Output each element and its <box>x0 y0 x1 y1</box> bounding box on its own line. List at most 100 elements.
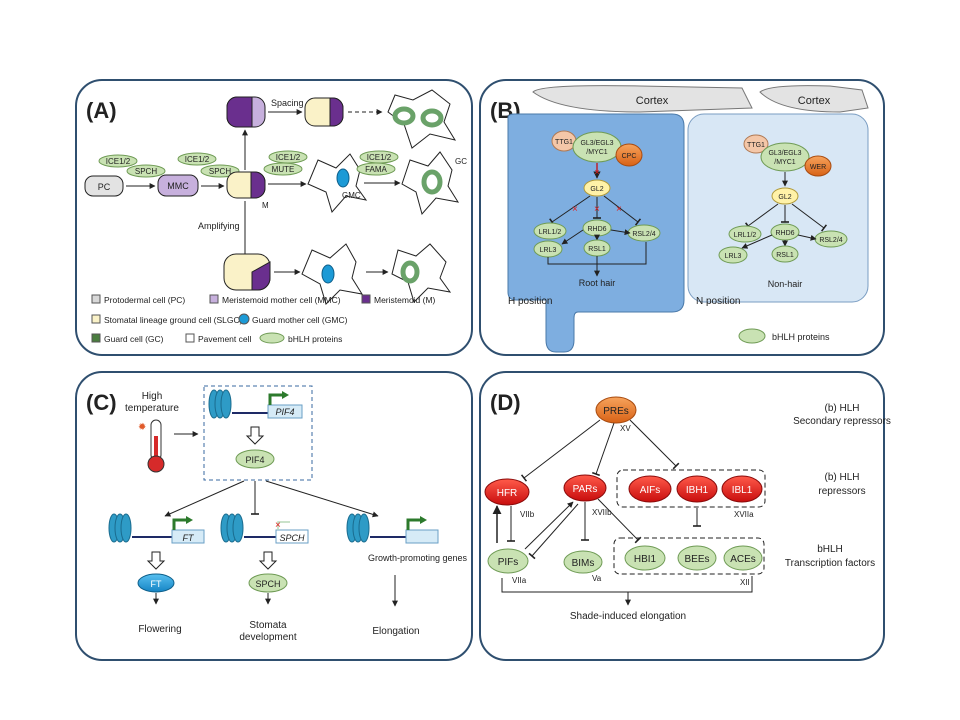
amplified-gmc-cell <box>301 243 364 305</box>
svg-text:PIF4: PIF4 <box>245 455 264 465</box>
pif4-gene: PIF4 <box>208 389 303 419</box>
svg-text:RSL1: RSL1 <box>588 246 606 253</box>
svg-text:XII: XII <box>740 578 750 587</box>
svg-text:ICE1/2: ICE1/2 <box>276 153 301 162</box>
svg-text:RHD6: RHD6 <box>775 230 794 237</box>
m-label: M <box>262 201 269 210</box>
svg-text:LRL3: LRL3 <box>725 253 742 260</box>
svg-text:AIFs: AIFs <box>640 485 661 496</box>
amplifying-label: Amplifying <box>198 221 240 231</box>
svg-text:MMC: MMC <box>167 181 189 191</box>
spacing-label: Spacing <box>271 98 304 108</box>
svg-text:GL2: GL2 <box>778 194 791 201</box>
thermometer-icon: ✹ <box>138 419 165 473</box>
svg-text:Non-hair: Non-hair <box>768 279 803 289</box>
block-mark: × <box>572 204 578 215</box>
panel-a: (A) Spacing ICE1/2 SPCH PC <box>75 79 473 356</box>
svg-text:Secondary repressors: Secondary repressors <box>793 416 891 427</box>
svg-text:ICE1/2: ICE1/2 <box>185 155 210 164</box>
svg-text:TTG1: TTG1 <box>747 142 765 149</box>
ice-mute-bubble: ICE1/2 MUTE <box>263 150 308 176</box>
svg-text:✹: ✹ <box>138 422 146 433</box>
tf-group-box <box>613 537 765 575</box>
svg-text:ICE1/2: ICE1/2 <box>106 157 131 166</box>
svg-text:(b) HLH: (b) HLH <box>824 403 859 414</box>
svg-text:RSL2/4: RSL2/4 <box>819 237 842 244</box>
flowering-label: Flowering <box>138 624 181 635</box>
svg-text:LRL3: LRL3 <box>540 247 557 254</box>
svg-text:GL2: GL2 <box>590 186 603 193</box>
svg-text:repressors: repressors <box>818 486 865 497</box>
svg-text:XV: XV <box>620 424 631 433</box>
h-position-label: H position <box>508 296 552 307</box>
n-position-cell <box>687 113 869 303</box>
spch-gene: × SPCH <box>220 513 309 544</box>
block-mark: × <box>594 167 599 177</box>
pres-node <box>595 396 637 424</box>
repressor-group-box <box>616 469 766 508</box>
svg-text:SPCH: SPCH <box>255 579 280 589</box>
svg-text:ICE1/2: ICE1/2 <box>367 153 392 162</box>
pifs-node <box>487 548 529 574</box>
svg-text:SPCH: SPCH <box>209 167 231 176</box>
ft-protein <box>137 573 175 593</box>
svg-text:PREs: PREs <box>603 406 629 417</box>
top-meristemoid-cell <box>226 96 266 128</box>
svg-text:IBH1: IBH1 <box>686 485 709 496</box>
n-network: TTG1 GL3/EGL3 /MYC1 WER GL2 LRL1/2 RHD6 … <box>718 134 848 289</box>
svg-text:Cortex: Cortex <box>636 95 669 107</box>
gmc-label: GMC <box>342 191 361 200</box>
panel-c: (C) High temperature ✹ PIF4 PIF4 <box>75 371 473 661</box>
panel-d-label: (D) <box>490 390 521 415</box>
svg-text:VIIa: VIIa <box>512 576 527 585</box>
pars-node <box>563 474 607 502</box>
high-temp-label: High <box>142 391 163 402</box>
svg-text:BEEs: BEEs <box>684 554 709 565</box>
n-position-label: N position <box>696 296 740 307</box>
shade-elongation-label: Shade-induced elongation <box>570 611 686 622</box>
stomata-label: Stomata <box>249 620 287 631</box>
block-mark: × <box>275 520 281 531</box>
svg-text:/MYC1: /MYC1 <box>586 149 608 156</box>
svg-text:ACEs: ACEs <box>730 554 756 565</box>
svg-text:TTG1: TTG1 <box>555 139 573 146</box>
svg-text:Va: Va <box>592 574 602 583</box>
ice-spch-bubble-2: ICE1/2 SPCH <box>177 152 240 178</box>
pc-cell: PC <box>84 175 124 197</box>
ft-gene: FT <box>108 513 205 544</box>
hfr-node <box>484 478 530 506</box>
ice-fama-bubble: ICE1/2 FAMA <box>356 150 399 176</box>
block-mark: × <box>594 204 600 215</box>
svg-text:SPCH: SPCH <box>135 167 157 176</box>
svg-text:Protodermal cell (PC): Protodermal cell (PC) <box>104 295 185 305</box>
svg-text:/MYC1: /MYC1 <box>774 159 796 166</box>
svg-text:Cortex: Cortex <box>798 95 831 107</box>
pif4-protein <box>235 449 275 469</box>
amplifying-cell <box>223 253 271 291</box>
svg-text:XVIIb: XVIIb <box>592 508 612 517</box>
spacing-cell <box>304 97 344 127</box>
amplified-gc-cell <box>391 243 452 303</box>
svg-text:temperature: temperature <box>125 403 179 414</box>
svg-text:CPC: CPC <box>622 153 637 160</box>
gmc-cell <box>307 153 368 214</box>
elongation-label: Elongation <box>372 626 419 637</box>
svg-text:WER: WER <box>810 164 826 171</box>
bims-node <box>563 550 603 574</box>
bees-node <box>677 545 717 571</box>
svg-text:PC: PC <box>98 182 111 192</box>
svg-text:BIMs: BIMs <box>572 558 595 569</box>
ice-spch-bubble-1: ICE1/2 SPCH <box>98 154 166 178</box>
panel-b-legend-swatch <box>738 328 766 344</box>
cortex-cell-right: Cortex <box>759 85 869 113</box>
svg-text:RHD6: RHD6 <box>587 226 606 233</box>
svg-text:IBL1: IBL1 <box>732 485 753 496</box>
svg-text:development: development <box>239 632 296 643</box>
svg-text:bHLH proteins: bHLH proteins <box>288 334 342 344</box>
mmc-cell: MMC <box>157 174 199 197</box>
svg-text:PARs: PARs <box>573 484 598 495</box>
meristemoid-cell <box>226 171 266 199</box>
gc-cell <box>401 151 460 216</box>
panel-d: (D) PREs XV (b) HLH Secondary repressors… <box>479 371 891 661</box>
pavement-with-guard-top <box>387 89 457 149</box>
